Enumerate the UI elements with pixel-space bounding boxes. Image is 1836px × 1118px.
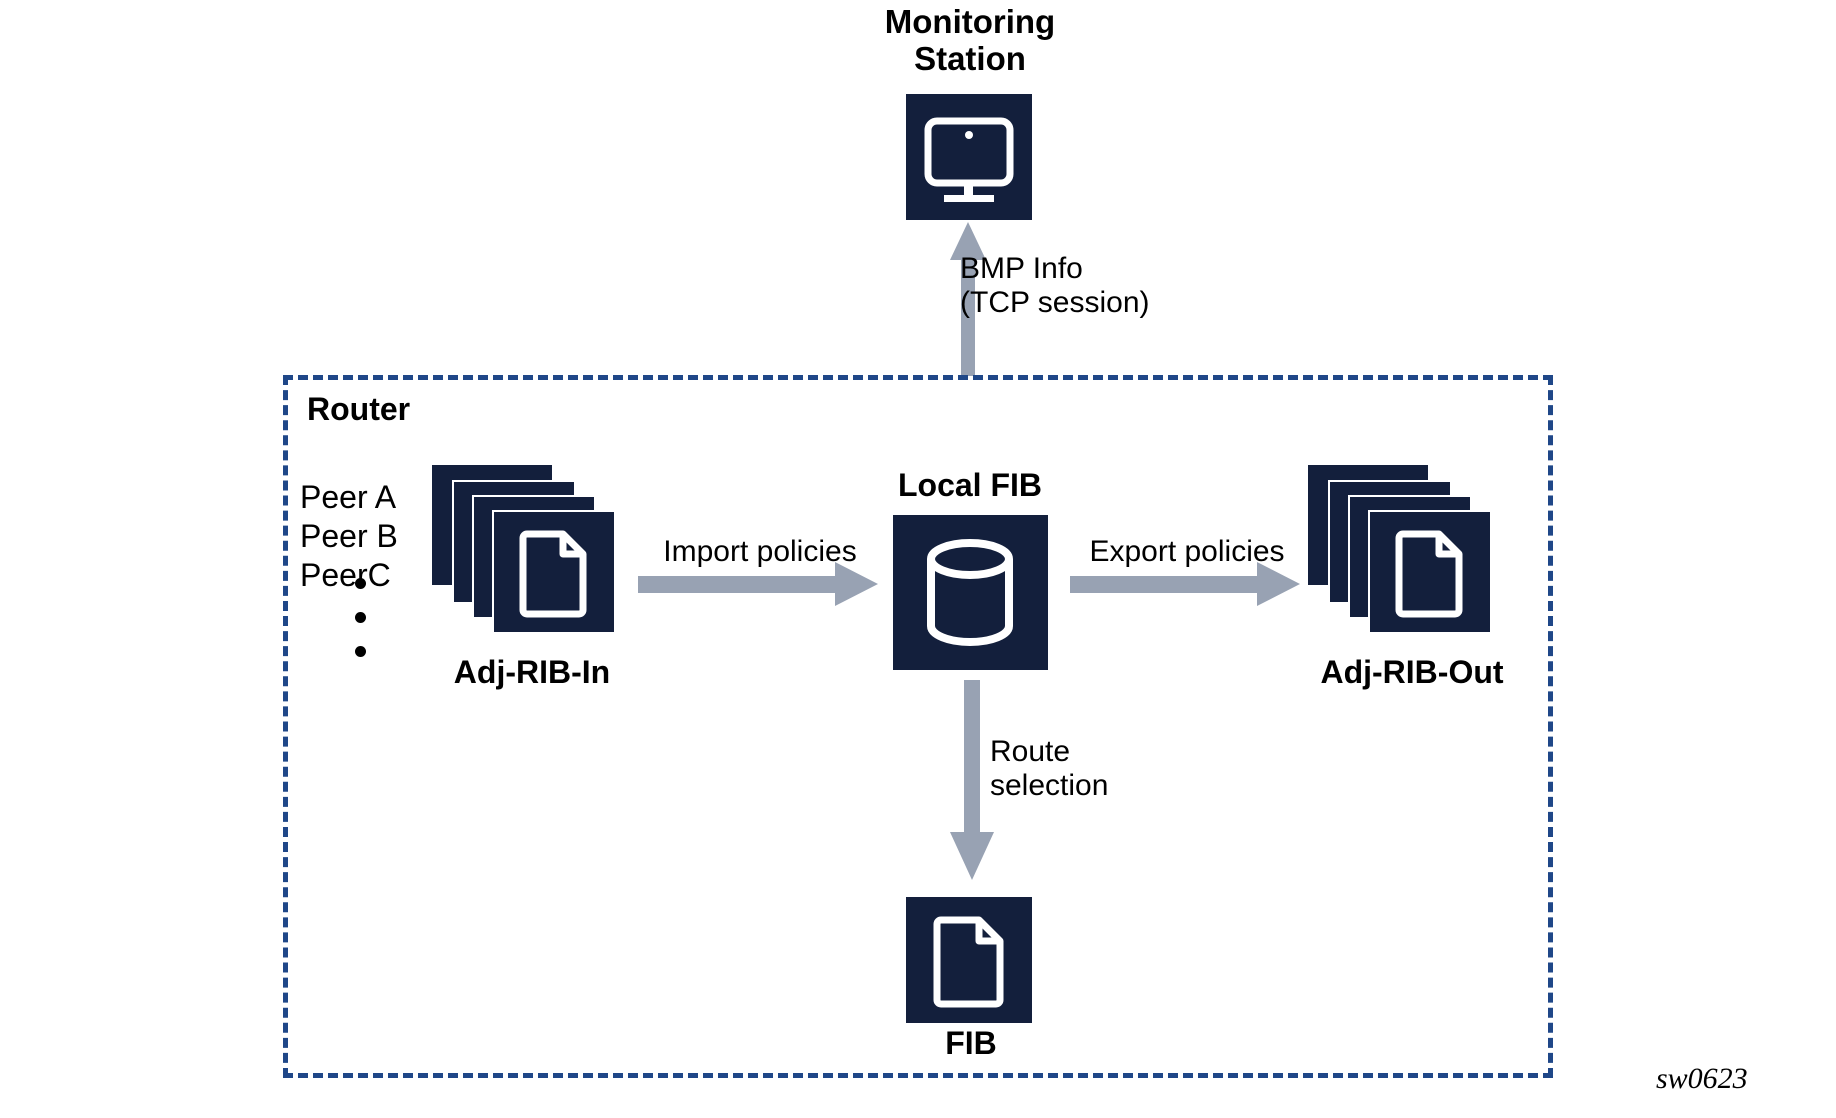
arrow-right-icon bbox=[638, 562, 878, 606]
database-cylinder-icon bbox=[893, 515, 1048, 670]
peer-dot bbox=[354, 612, 366, 623]
document-icon bbox=[1368, 510, 1490, 632]
router-title: Router bbox=[307, 391, 411, 427]
bmp-link-label-line2: (TCP session) bbox=[960, 285, 1150, 319]
route-selection-label-line1: Route bbox=[990, 735, 1071, 768]
arrow-up-icon bbox=[948, 222, 988, 376]
import-policies-label: Import policies bbox=[663, 535, 857, 568]
route-selection-label-line2: selection bbox=[990, 768, 1109, 802]
monitor-icon bbox=[906, 94, 1032, 220]
adj-rib-out-document-stack-icon bbox=[1308, 465, 1508, 645]
bmp-link-label-line1: BMP Info bbox=[960, 252, 1083, 285]
adj-rib-out-label: Adj-RIB-Out bbox=[1320, 654, 1504, 690]
document-icon bbox=[492, 510, 614, 632]
export-policies-label: Export policies bbox=[1089, 535, 1285, 568]
watermark: sw0623 bbox=[1656, 1062, 1748, 1095]
peer-continuation-dots bbox=[300, 578, 420, 680]
peer-dot bbox=[354, 646, 366, 657]
adj-rib-in-label: Adj-RIB-In bbox=[453, 654, 611, 690]
bmp-link-label: BMP Info(TCP session) bbox=[960, 252, 1260, 319]
monitoring-station-title-line2: Station bbox=[914, 39, 1026, 77]
local-fib-label: Local FIB bbox=[897, 467, 1042, 503]
peer-dot bbox=[354, 578, 366, 589]
arrow-right-icon bbox=[1070, 562, 1300, 606]
router-boundary bbox=[283, 375, 1553, 1078]
fib-label: FIB bbox=[945, 1025, 997, 1061]
peer-item-b: Peer B bbox=[300, 518, 398, 555]
arrow-down-icon bbox=[950, 680, 994, 880]
peer-item-a: Peer A bbox=[300, 479, 397, 515]
fib-document-icon bbox=[906, 897, 1032, 1023]
adj-rib-in-document-stack-icon bbox=[432, 465, 632, 645]
monitoring-station-title-line1: Monitoring bbox=[884, 3, 1056, 40]
peer-item-c: PeerC bbox=[300, 557, 391, 594]
